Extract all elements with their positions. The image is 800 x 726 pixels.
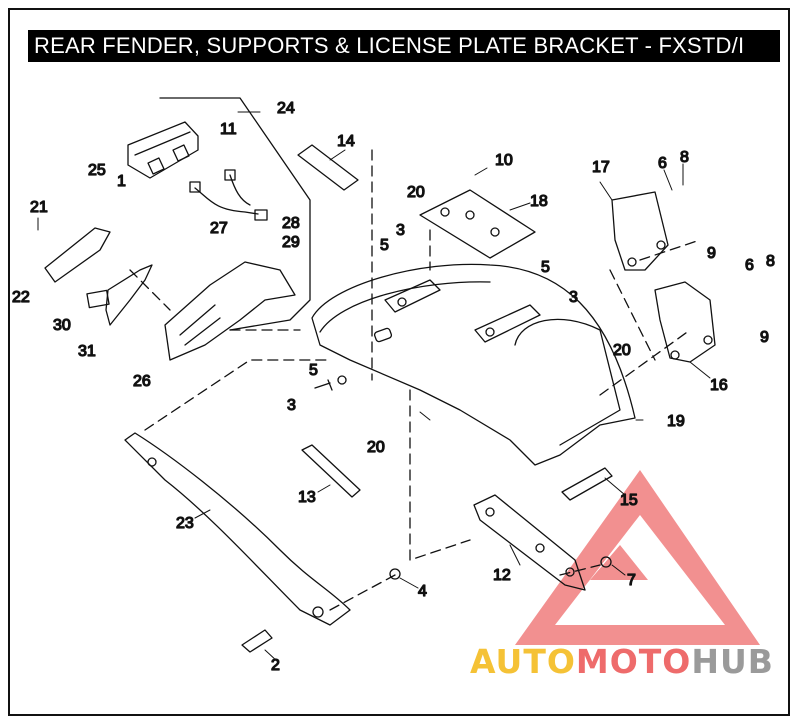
part-19-fender <box>311 263 636 466</box>
part-30-31-bracket <box>86 264 153 326</box>
callout-6b: 6 <box>745 257 754 274</box>
fender-bolts <box>314 279 541 391</box>
callout-5c: 5 <box>309 362 318 379</box>
callout-14: 14 <box>337 133 355 150</box>
bolt-2 <box>241 629 273 653</box>
part-15-bracket <box>561 467 613 501</box>
part-26-license-bracket <box>164 261 296 361</box>
callout-24: 24 <box>277 100 295 117</box>
watermark-part-1: AUTO <box>470 642 576 681</box>
callout-27: 27 <box>210 220 228 237</box>
part-18-plate <box>419 189 536 259</box>
callout-6a: 6 <box>658 155 667 172</box>
part-12-support <box>473 494 586 591</box>
callout-1: 1 <box>117 173 126 190</box>
part-14-strip <box>297 144 359 191</box>
triangle-logo-icon <box>515 470 760 645</box>
callout-9b: 9 <box>760 329 769 346</box>
part-23-strut <box>124 432 351 626</box>
callout-8b: 8 <box>766 253 775 270</box>
diagram-frame <box>8 8 790 716</box>
callout-3a: 3 <box>396 222 405 239</box>
watermark-brand: AUTOMOTOHUB <box>470 642 774 682</box>
part-17-bracket <box>611 191 669 271</box>
callout-21: 21 <box>30 199 48 216</box>
callout-25: 25 <box>88 162 106 179</box>
callout-18: 18 <box>530 193 548 210</box>
watermark-part-3: HUB <box>691 642 774 681</box>
part-25-light-housing <box>127 121 199 179</box>
callout-2: 2 <box>271 657 280 674</box>
callout-12: 12 <box>493 567 511 584</box>
callout-10: 10 <box>495 152 513 169</box>
callout-31: 31 <box>78 343 96 360</box>
callout-28: 28 <box>282 215 300 232</box>
callout-4: 4 <box>418 583 427 600</box>
part-13-strut <box>301 444 361 498</box>
part-11-wiring <box>189 169 268 221</box>
assembly-lines <box>129 149 701 611</box>
washer-4 <box>389 568 401 580</box>
callout-16: 16 <box>710 377 728 394</box>
part-22-plate <box>44 227 111 283</box>
diagram-title: REAR FENDER, SUPPORTS & LICENSE PLATE BR… <box>28 30 780 62</box>
callout-22: 22 <box>12 289 30 306</box>
callout-17: 17 <box>592 159 610 176</box>
callout-20b: 20 <box>613 342 631 359</box>
callout-7: 7 <box>627 572 636 589</box>
callout-3c: 3 <box>287 397 296 414</box>
callout-20a: 20 <box>407 184 425 201</box>
callout-5a: 5 <box>380 237 389 254</box>
part-24-outline <box>159 97 311 331</box>
part-16-bracket <box>654 281 716 363</box>
watermark-part-2: MOTO <box>575 642 692 681</box>
callout-5b: 5 <box>541 259 550 276</box>
callout-29: 29 <box>282 234 300 251</box>
callout-9a: 9 <box>707 245 716 262</box>
callout-3b: 3 <box>569 289 578 306</box>
callout-19: 19 <box>667 413 685 430</box>
callout-15: 15 <box>620 492 638 509</box>
callout-11: 11 <box>220 121 237 138</box>
callout-8a: 8 <box>680 149 689 166</box>
callout-30: 30 <box>53 317 71 334</box>
callout-26: 26 <box>133 373 151 390</box>
leader-lines <box>37 111 711 663</box>
nut-7 <box>600 556 612 568</box>
callout-23: 23 <box>176 515 194 532</box>
callout-13: 13 <box>298 489 316 506</box>
callout-20c: 20 <box>367 439 385 456</box>
